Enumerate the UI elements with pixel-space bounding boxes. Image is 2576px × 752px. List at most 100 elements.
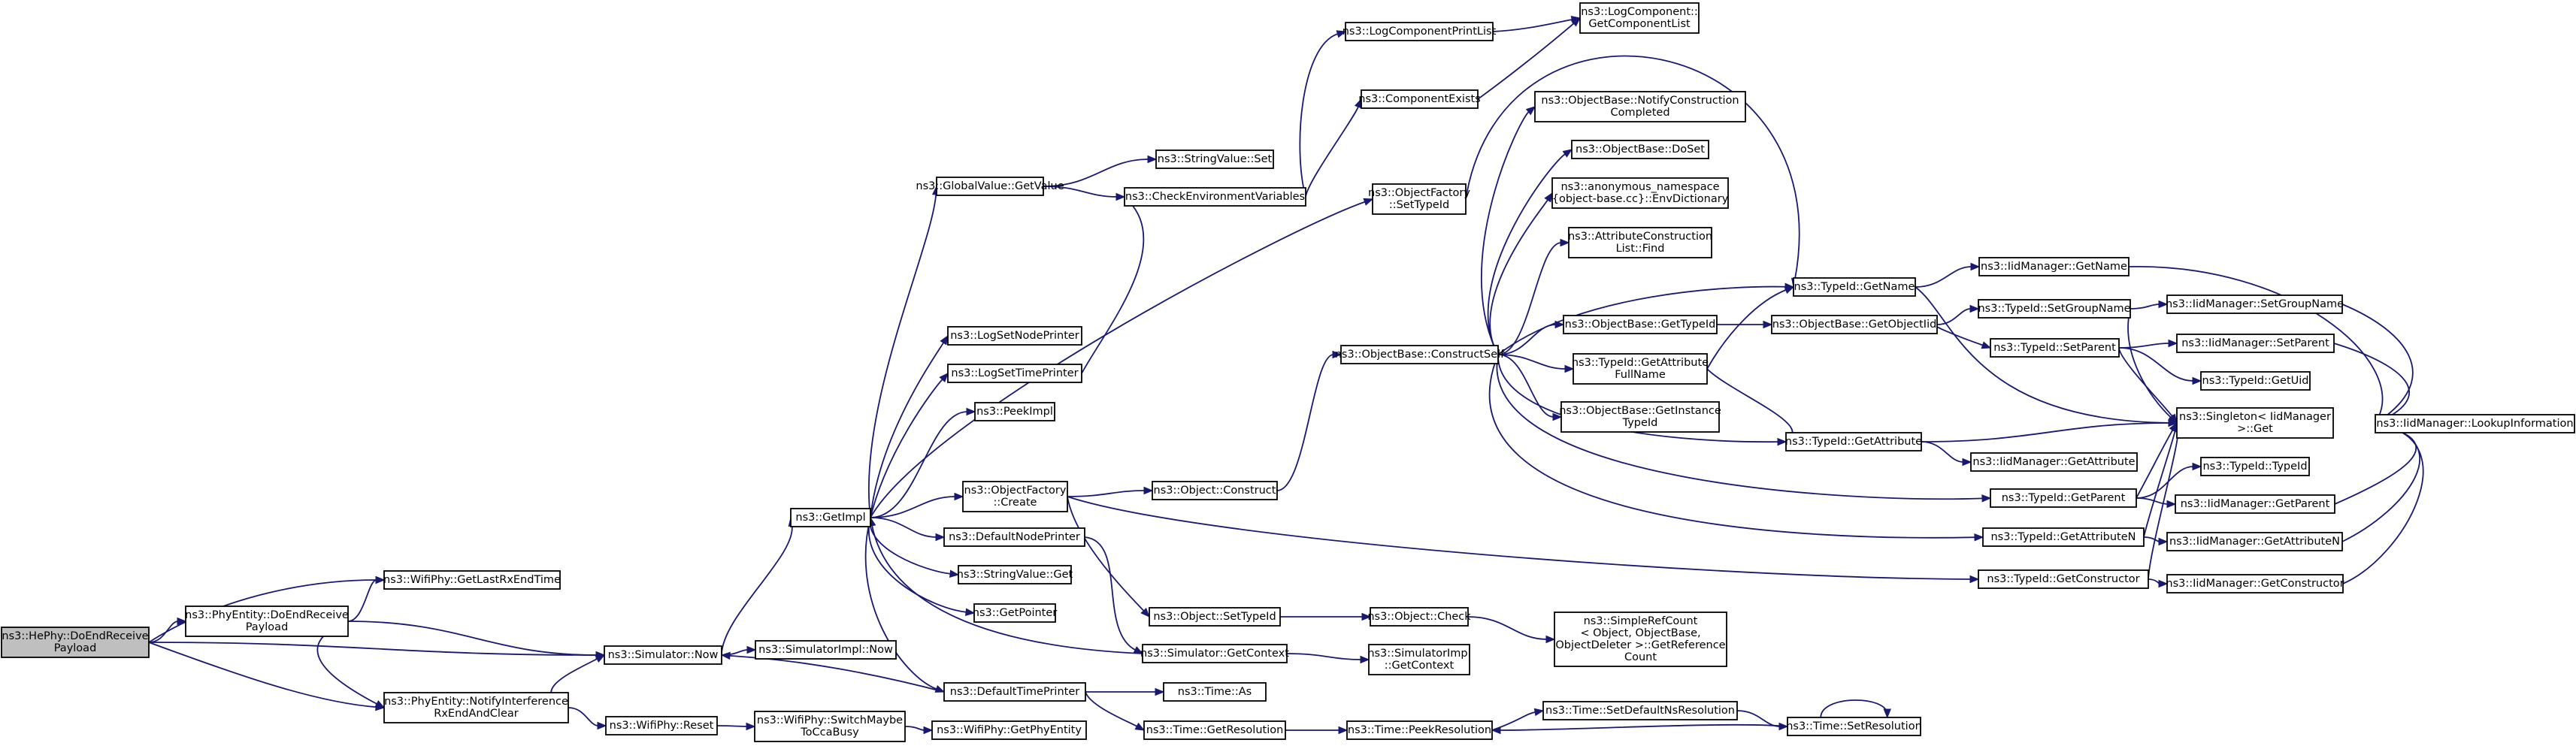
function-node-n45[interactable]: ns3::TypeId::GetAttribute <box>1785 432 1922 452</box>
edge-n3-to-n6-arrowhead <box>746 645 757 654</box>
function-node-n49[interactable]: ns3::Time::SetResolution <box>1786 717 1922 736</box>
function-node-n28[interactable]: ns3::ObjectFactory::SetTypeId <box>1368 183 1470 215</box>
edge-n32-to-n42-arrowhead <box>1533 708 1545 717</box>
function-node-n21[interactable]: ns3::Object::Construct <box>1152 481 1278 500</box>
function-node-box <box>1554 612 1727 667</box>
edge-n44-to-n51-arrowhead <box>1969 304 1980 313</box>
function-node-n47[interactable]: ns3::TypeId::GetAttributeN <box>1982 527 2145 547</box>
function-node-n14[interactable]: ns3::ObjectFactory::Create <box>962 481 1068 512</box>
function-node-n18[interactable]: ns3::DefaultTimePrinter <box>943 682 1086 702</box>
function-node-n44[interactable]: ns3::ObjectBase::GetObjectIid <box>1771 315 1938 334</box>
function-node-label: ns3::PeekImpl <box>976 406 1053 418</box>
function-node-n56[interactable]: ns3::IidManager::SetParent <box>2176 334 2335 353</box>
function-node-n43[interactable]: ns3::TypeId::GetName <box>1793 277 1916 297</box>
edge-n29-to-n38-arrowhead <box>1554 320 1565 329</box>
function-node-n19[interactable]: ns3::StringValue::Set <box>1155 149 1274 169</box>
function-node-n51[interactable]: ns3::TypeId::SetGroupName <box>1978 299 2131 319</box>
function-node-n34[interactable]: ns3::ObjectBase::NotifyConstructionCompl… <box>1534 91 1746 122</box>
function-node-box <box>947 364 1082 383</box>
function-node-n17[interactable]: ns3::GetPointer <box>973 603 1058 623</box>
function-node-n54[interactable]: ns3::IidManager::GetAttribute <box>1970 452 2138 472</box>
function-node-n29[interactable]: ns3::ObjectBase::ConstructSelf <box>1335 345 1505 364</box>
function-node-n61[interactable]: ns3::IidManager::GetConstructor <box>2166 574 2344 593</box>
function-node-n32[interactable]: ns3::Time::PeekResolution <box>1346 720 1493 740</box>
function-node-n57[interactable]: ns3::TypeId::GetUid <box>2200 371 2311 391</box>
function-node-n50[interactable]: ns3::IidManager::GetName <box>1978 257 2130 276</box>
function-node-n55[interactable]: ns3::IidManager::SetGroupName <box>2166 294 2344 314</box>
function-node-n2[interactable]: ns3::WifiPhy::GetLastRxEndTime <box>383 570 561 590</box>
edge-n47-to-n60 <box>2143 536 2160 542</box>
function-node-n41[interactable]: ns3::SimpleRefCount< Object, ObjectBase,… <box>1554 612 1727 667</box>
edge-n21-to-n29 <box>1276 354 1334 491</box>
function-node-label: ns3::IidManager::GetName <box>1981 261 2127 273</box>
function-node-box <box>1155 149 1274 169</box>
function-node-label: ns3::IidManager::GetAttributeN <box>2169 536 2340 548</box>
edge-n0-to-n1-arrowhead <box>177 617 187 626</box>
function-node-n6[interactable]: ns3::SimulatorImpl::Now <box>755 640 897 660</box>
function-node-n42[interactable]: ns3::Time::SetDefaultNsResolution <box>1542 701 1738 720</box>
function-node-n12[interactable]: ns3::LogSetTimePrinter <box>947 364 1082 383</box>
function-node-n7[interactable]: ns3::WifiPhy::Reset <box>605 716 718 735</box>
function-node-n38[interactable]: ns3::ObjectBase::GetTypeId <box>1563 315 1718 334</box>
function-node-n13[interactable]: ns3::PeekImpl <box>974 402 1055 421</box>
function-node-label: ns3::StringValue::Set <box>1158 153 1273 165</box>
function-node-n58[interactable]: ns3::TypeId::TypeId <box>2200 457 2310 476</box>
function-node-box <box>755 640 897 660</box>
function-node-box <box>1970 452 2138 472</box>
function-node-n26[interactable]: ns3::LogComponentPrintList <box>1342 22 1497 41</box>
edge-n18-to-n24-arrowhead <box>1155 687 1165 696</box>
function-node-n23[interactable]: ns3::Simulator::GetContext <box>1140 644 1289 663</box>
function-node-n48[interactable]: ns3::TypeId::GetConstructor <box>1978 569 2149 589</box>
function-node-label: ns3::LogComponent:: <box>1581 6 1698 18</box>
edge-n44-to-n51 <box>1936 308 1972 325</box>
function-node-n10[interactable]: ns3::GlobalValue::GetValue <box>916 177 1064 196</box>
function-node-n36[interactable]: ns3::anonymous_namespace{object-base.cc}… <box>1551 177 1729 209</box>
function-node-n53[interactable]: ns3::Singleton< IidManager>::Get <box>2176 407 2334 439</box>
function-node-n25[interactable]: ns3::Time::GetResolution <box>1143 720 1286 740</box>
function-node-n4[interactable]: ns3::PhyEntity::NotifyInterferenceRxEndA… <box>383 692 569 723</box>
function-node-n52[interactable]: ns3::TypeId::SetParent <box>1990 338 2120 358</box>
edge-n5-to-n13 <box>870 411 968 518</box>
edge-n5-to-n12-arrowhead <box>939 373 949 383</box>
function-node-n30[interactable]: ns3::Object::Check <box>1367 607 1471 627</box>
function-node-label: ns3::TypeId::GetUid <box>2202 375 2309 387</box>
function-node-n15[interactable]: ns3::DefaultNodePrinter <box>943 527 1085 547</box>
edge-n30-to-n41-arrowhead <box>1545 635 1556 644</box>
function-node-n11[interactable]: ns3::LogSetNodePrinter <box>947 326 1082 346</box>
edge-n52-to-n53-arrowhead <box>2169 413 2178 424</box>
edge-n27-to-n33 <box>1477 22 1575 100</box>
function-node-box <box>973 603 1056 623</box>
function-node-n59[interactable]: ns3::IidManager::GetParent <box>2175 494 2335 514</box>
function-node-n35[interactable]: ns3::ObjectBase::DoSet <box>1571 140 1709 159</box>
function-node-n22[interactable]: ns3::Object::SetTypeId <box>1149 607 1281 627</box>
edge-n23-to-n5 <box>871 524 1143 654</box>
edge-n20-to-n26 <box>1299 33 1339 198</box>
edge-n14-to-n22-arrowhead <box>1140 608 1150 618</box>
function-node-n31[interactable]: ns3::SimulatorImpl::GetContext <box>1367 644 1471 675</box>
function-node-box <box>1982 527 2145 547</box>
edge-n21-to-n29-arrowhead <box>1332 350 1342 359</box>
edge-n45-to-n53 <box>1921 422 2170 442</box>
function-node-n20[interactable]: ns3::CheckEnvironmentVariables <box>1124 187 1306 207</box>
function-node-label: ns3::Simulator::GetContext <box>1140 648 1289 660</box>
function-node-n9[interactable]: ns3::WifiPhy::GetPhyEntity <box>931 720 1087 740</box>
call-edges <box>148 15 2424 735</box>
function-node-label: ns3::anonymous_namespace <box>1560 181 1719 193</box>
function-node-n16[interactable]: ns3::StringValue::Get <box>957 565 1073 584</box>
function-node-n33[interactable]: ns3::LogComponent::GetComponentList <box>1579 2 1700 34</box>
function-node-box <box>1571 140 1709 159</box>
function-node-n62[interactable]: ns3::IidManager::LookupInformation <box>2375 414 2575 433</box>
function-node-n27[interactable]: ns3::ComponentExists <box>1358 89 1481 109</box>
function-node-n3[interactable]: ns3::Simulator::Now <box>604 645 722 665</box>
function-node-n24[interactable]: ns3::Time::As <box>1163 682 1267 702</box>
function-node-n5[interactable]: ns3::GetImpl <box>790 508 871 527</box>
edge-n43-to-n50 <box>1915 266 1972 288</box>
function-node-n46[interactable]: ns3::TypeId::GetParent <box>1990 488 2137 508</box>
function-node-n60[interactable]: ns3::IidManager::GetAttributeN <box>2166 532 2343 551</box>
